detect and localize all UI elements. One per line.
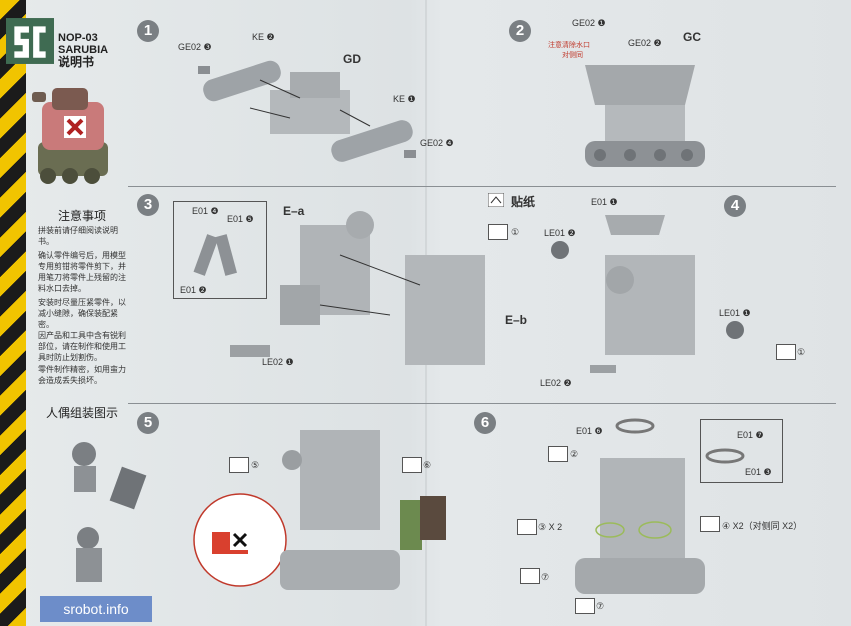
step-6-number: 6 xyxy=(474,412,496,434)
sticker-callout-box xyxy=(517,519,537,535)
brand-block: NOP-03 SARUBIA 说明书 xyxy=(58,32,108,68)
step2-label-ge02-1: GE02 ❶ xyxy=(572,18,606,29)
brand-logo-icon xyxy=(6,18,54,64)
step2-label-gc: GC xyxy=(683,30,701,44)
sticker-icon xyxy=(488,193,504,207)
sticker-callout-box xyxy=(488,224,508,240)
step5-illustration xyxy=(190,420,460,610)
sticker-callout-box xyxy=(520,568,540,584)
step4-sticker-ref-2: ① xyxy=(797,347,805,358)
step1-label-ge02-4: GE02 ❹ xyxy=(420,138,454,149)
step6-sticker-ref-3: ③ X 2 xyxy=(538,522,562,533)
step1-label-ke-2: KE ❷ xyxy=(252,32,275,43)
step4-sticker-ref-1: ① xyxy=(511,227,519,238)
step-1-number: 1 xyxy=(137,20,159,42)
product-illustration xyxy=(28,78,118,188)
model-code: NOP-03 xyxy=(58,32,108,44)
separator-bottom xyxy=(128,403,836,404)
watermark: srobot.info xyxy=(40,596,152,622)
note-item: 因产品和工具中含有锐利部位，请在制作和使用工具时防止划割伤。 xyxy=(38,330,130,363)
note-item: 零件制作精密，如用蛮力会造成丢失损坏。 xyxy=(38,364,130,386)
step1-illustration xyxy=(190,50,420,180)
step3-label-e-b: E–b xyxy=(505,313,527,327)
step4-illustration xyxy=(545,205,755,385)
note-item: 拼装前请仔细阅读说明书。 xyxy=(38,225,130,247)
figure-section-title: 人偶组装图示 xyxy=(46,404,118,421)
step6-sticker-ref-7a: ⑦ xyxy=(541,572,549,583)
note-item: 确认零件编号后，用模型专用剪钳将零件剪下，并用笔刀将零件上残留的注料水口去掉。 xyxy=(38,250,130,294)
note-item: 安装时尽量压紧零件，以减小缝隙，确保装配紧密。 xyxy=(38,297,130,330)
step6-illustration xyxy=(565,408,775,608)
step2-illustration xyxy=(575,45,710,180)
figure-illustration xyxy=(40,430,150,595)
step3-illustration xyxy=(180,205,490,380)
step-5-number: 5 xyxy=(137,412,159,434)
hazard-stripe xyxy=(0,0,26,626)
separator-top xyxy=(128,186,836,187)
manual-title: 说明书 xyxy=(58,56,108,68)
notes-title: 注意事项 xyxy=(58,207,106,224)
step4-sticker-label: 贴纸 xyxy=(511,193,535,210)
step-3-number: 3 xyxy=(137,194,159,216)
step-2-number: 2 xyxy=(509,20,531,42)
sticker-callout-box xyxy=(776,344,796,360)
